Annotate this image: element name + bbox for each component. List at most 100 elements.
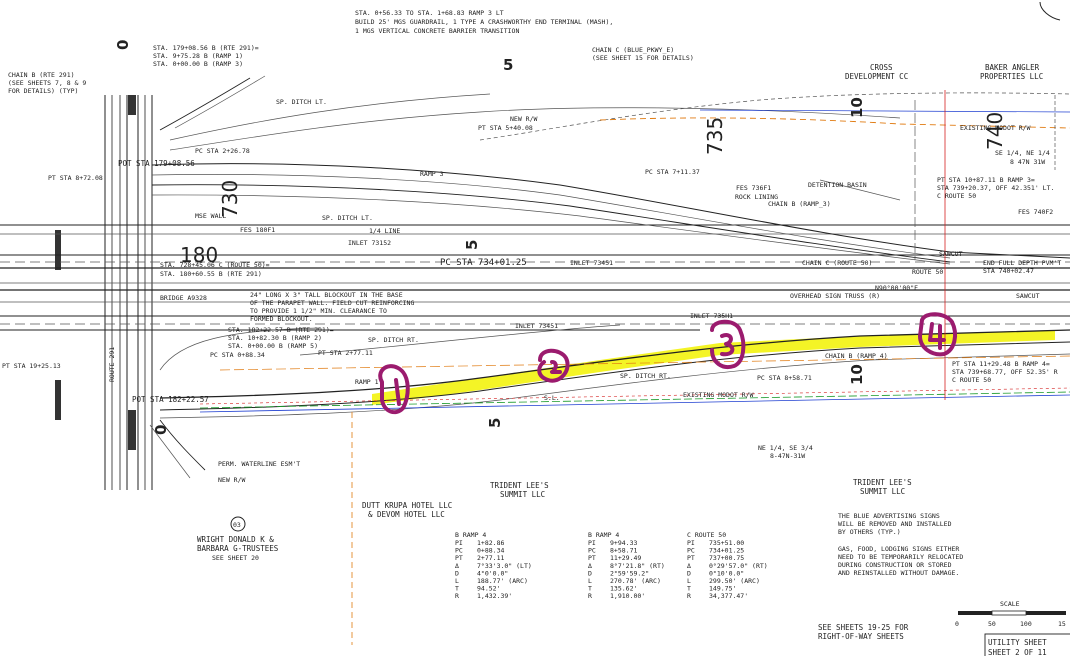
scale-segment-2 bbox=[991, 610, 1027, 616]
handwritten-marker-2: 2 bbox=[537, 348, 570, 383]
curve-table-value: 188.77' (ARC) bbox=[477, 577, 528, 585]
owner-wright-line3: SEE SHEET 20 bbox=[212, 554, 259, 562]
label-sp-ditch-rt-2: SP. DITCH RT. bbox=[620, 372, 671, 380]
curve-table-key: D bbox=[588, 569, 592, 577]
owner-wright-line2: BARBARA G-TRUSTEES bbox=[197, 544, 279, 553]
label-sp-ditch-lt: SP. DITCH LT. bbox=[276, 98, 327, 106]
curve-table-key: T bbox=[455, 585, 459, 593]
label-pc-2-26: PC STA 2+26.78 bbox=[195, 147, 250, 155]
note-gas-1: GAS, FOOD, LODGING SIGNS EITHER bbox=[838, 545, 959, 553]
owner-wright-line1: WRIGHT DONALD K & bbox=[197, 535, 274, 544]
header-line-2: BUILD 25' MGS GUARDRAIL, 1 TYPE A CRASHW… bbox=[355, 18, 613, 26]
label-sta-180: STA. 180+60.55 B (RTE 291) bbox=[160, 270, 262, 278]
label-pt-19-25: PT STA 19+25.13 bbox=[2, 362, 61, 370]
curve-table-value: 299.50' (ARC) bbox=[709, 577, 760, 585]
label-route50: ROUTE 50 bbox=[912, 268, 943, 276]
curve-table-value: 9+94.33 bbox=[610, 539, 637, 547]
note-parapet-1: 24" LONG X 3" TALL BLOCKOUT IN THE BASE bbox=[250, 291, 403, 299]
callout-chain-pkwy-2: (SEE SHEET 15 FOR DETAILS) bbox=[592, 54, 694, 62]
curve-table-value: 7°33'3.0" (LT) bbox=[477, 562, 532, 570]
handwritten-marker-3: 3 bbox=[710, 319, 746, 369]
label-pc-734: PC STA 734+01.25 bbox=[440, 258, 527, 268]
label-pc-0-88: PC STA 0+88.34 bbox=[210, 351, 265, 359]
station-0: 0 bbox=[114, 40, 132, 50]
label-chain-route50: CHAIN C (ROUTE 50) bbox=[802, 259, 872, 267]
curve-table-value: 11+29.49 bbox=[610, 554, 641, 562]
label-ramp3: RAMP 3 bbox=[420, 170, 444, 178]
label-overhead-truss: OVERHEAD SIGN TRUSS (R) bbox=[790, 292, 880, 300]
station-10-a: 10 bbox=[848, 97, 866, 118]
scale-bar: SCALE 0 50 100 15 bbox=[955, 600, 1066, 628]
curve-table-value: 149.75' bbox=[709, 585, 736, 593]
curve-table-key: PI bbox=[455, 539, 463, 547]
note-gas-3: DURING CONSTRUCTION OR STORED bbox=[838, 561, 952, 569]
curve-table-value: 0+88.34 bbox=[477, 547, 504, 555]
curve-table-key: Δ bbox=[455, 562, 459, 570]
note-see-sheets-2: RIGHT-OF-WAY SHEETS bbox=[818, 632, 904, 641]
curve-table-value: 1+82.86 bbox=[477, 539, 504, 547]
label-pot-179: POT STA 179+08.56 bbox=[118, 159, 195, 168]
curve-table-value: 8+58.71 bbox=[610, 547, 637, 555]
curve-table-key: R bbox=[455, 592, 459, 600]
quarter-ne-1: NE 1/4, SE 3/4 bbox=[758, 444, 813, 452]
curve-table-value: 34,377.47' bbox=[709, 592, 748, 600]
callout-chain-rte291-1: CHAIN B (RTE 291) bbox=[8, 71, 75, 79]
scale-tick-50: 50 bbox=[988, 620, 996, 628]
station-0-b: 0 bbox=[152, 425, 170, 435]
header-line-3: 1 MGS VERTICAL CONCRETE BARRIER TRANSITI… bbox=[355, 27, 519, 35]
label-pot-182: POT STA 182+22.57 bbox=[132, 395, 209, 404]
curve-table-key: R bbox=[588, 592, 592, 600]
label-pt-8-72: PT STA 8+72.08 bbox=[48, 174, 103, 182]
title-block-line2: SHEET 2 OF 11 bbox=[988, 648, 1047, 656]
label-pt-5-40: PT STA 5+40.08 bbox=[478, 124, 533, 132]
quarter-se-2: 8 47N 31W bbox=[1010, 158, 1045, 166]
handwritten-marker-4: 4 bbox=[918, 312, 958, 357]
curve-table-value: 4°0'0.0" bbox=[477, 569, 508, 577]
owner-trident-2-line2: SUMMIT LLC bbox=[860, 487, 905, 496]
note-blue-signs-1: THE BLUE ADVERTISING SIGNS bbox=[838, 512, 940, 520]
curve-table-value: 737+00.75 bbox=[709, 554, 744, 562]
label-existing-modot: EXISTING MODOT R/W bbox=[683, 391, 754, 399]
label-pt-2-77: PT STA 2+77.11 bbox=[318, 349, 373, 357]
label-chain-ramp4: CHAIN B (RAMP_4) bbox=[825, 352, 888, 360]
note-parapet-3: TO PROVIDE 1 1/2" MIN. CLEARANCE TO bbox=[250, 307, 387, 315]
route-291-corridor bbox=[55, 95, 153, 490]
curve-table-key: Δ bbox=[588, 562, 592, 570]
note-blue-signs-2: WILL BE REMOVED AND INSTALLED bbox=[838, 520, 952, 528]
callout-rte291-1: STA. 179+08.56 B (RTE 291)= bbox=[153, 44, 259, 52]
owner-cross-1: CROSS bbox=[870, 63, 893, 72]
callout-end-pvmt-1: END FULL DEPTH PVM'T bbox=[983, 259, 1061, 267]
callout-chain-rte291-2: (SEE SHEETS 7, 8 & 9 bbox=[8, 79, 86, 87]
label-route291: ROUTE 291 bbox=[108, 347, 116, 382]
title-block: UTILITY SHEET SHEET 2 OF 11 bbox=[984, 633, 1070, 656]
station-740: 740 bbox=[983, 112, 1007, 150]
station-10-b: 10 bbox=[848, 364, 866, 385]
label-inlet-735h1: INLET 735H1 bbox=[690, 312, 733, 320]
curve-table-value: 270.78' (ARC) bbox=[610, 577, 661, 585]
curve-table-value: 1,432.39' bbox=[477, 592, 512, 600]
utility-lines bbox=[199, 90, 1070, 645]
label-detention: DETENTION BASIN bbox=[808, 181, 867, 189]
callout-end-pvmt-2: STA 740+02.47 bbox=[983, 267, 1034, 275]
callout-pt-ramp3-2: STA 739+20.37, OFF 42.351' LT. bbox=[937, 184, 1054, 192]
owner-wright-number: 03 bbox=[233, 521, 241, 529]
curve-table-value: 94.52' bbox=[477, 585, 500, 593]
owner-wright-badge bbox=[230, 516, 246, 532]
curve-table-key: D bbox=[455, 569, 459, 577]
owner-trident-1-line2: SUMMIT LLC bbox=[500, 490, 545, 499]
callout-sta-rte291-b-3: STA. 0+00.00 B (RAMP 5) bbox=[228, 342, 318, 350]
curve-table-key: L bbox=[455, 577, 459, 585]
label-quarter-line: 1/4 LINE bbox=[369, 227, 400, 235]
scale-tick-0: 0 bbox=[955, 620, 959, 628]
label-fes-180: FES 180F1 bbox=[240, 226, 275, 234]
label-inlet-73451-b: INLET 73451 bbox=[570, 259, 613, 267]
curve-table-key: D bbox=[687, 569, 691, 577]
curve-table-key: PC bbox=[455, 547, 463, 555]
north-arrow-icon bbox=[1039, 1, 1061, 21]
label-chain-ramp3: CHAIN B (RAMP_3) bbox=[768, 200, 831, 208]
curve-table-key: L bbox=[588, 577, 592, 585]
label-inlet-73451: INLET 73451 bbox=[515, 322, 558, 330]
curve-table-value: 1,910.00' bbox=[610, 592, 645, 600]
station-5-a: 5 bbox=[503, 56, 513, 74]
curve-table-title: B RAMP 4 bbox=[455, 531, 486, 539]
